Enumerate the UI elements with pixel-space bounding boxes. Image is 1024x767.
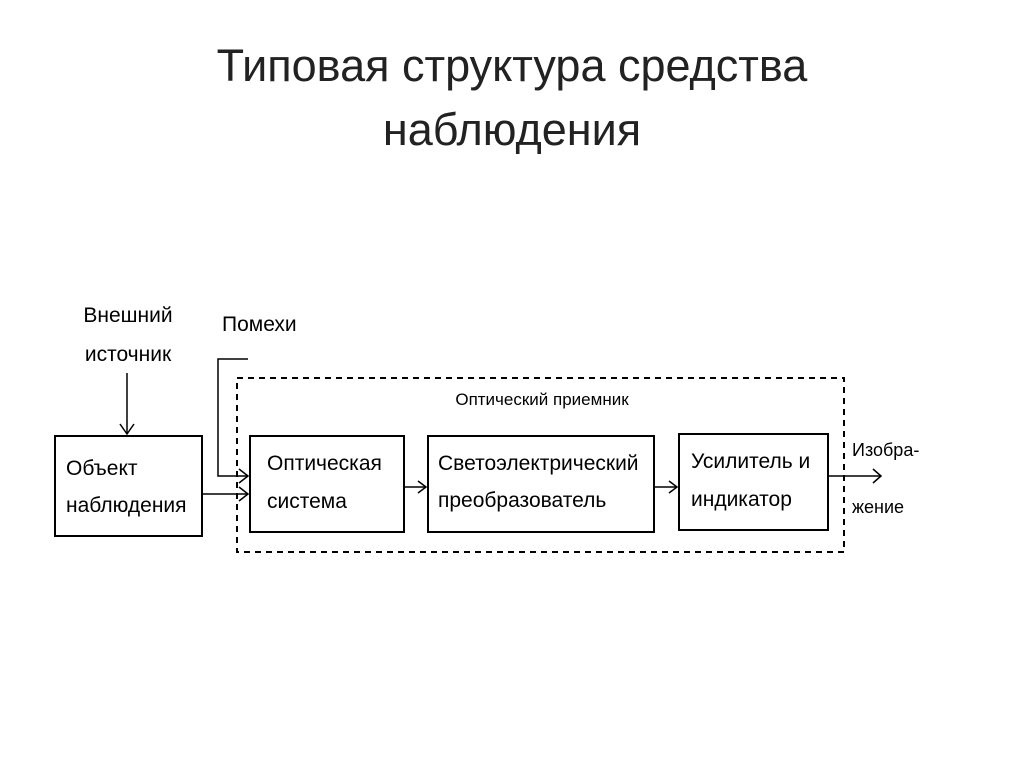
page-title: Типовая структура средства наблюдения (0, 34, 1024, 162)
amplifier-label-line-1: Усилитель и (691, 450, 810, 473)
title-line-2: наблюдения (382, 104, 642, 155)
object-label-line-2: наблюдения (66, 494, 187, 517)
optical-system-block: Оптическая система (249, 435, 405, 533)
external-source-arrow (119, 373, 135, 436)
optical-receiver-boundary (236, 377, 845, 553)
amplifier-label-line-2: индикатор (691, 488, 792, 511)
interference-label: Помехи (222, 313, 297, 336)
external-source-label-line-1: Внешний (83, 304, 172, 327)
external-source-label-line-2: источник (85, 343, 172, 366)
optical-receiver-label: Оптический приемник (455, 390, 629, 409)
object-block: Объект наблюдения (54, 435, 203, 537)
output-label-line-1: Изобра- (852, 440, 919, 460)
arrow-object-to-optics (202, 486, 250, 502)
arrow-converter-to-amplifier (654, 480, 679, 494)
output-arrow (828, 468, 883, 484)
interference-arrow (217, 358, 250, 484)
optical-system-label-line-1: Оптическая (267, 452, 382, 475)
object-label-line-1: Объект (66, 457, 138, 480)
title-line-1: Типовая структура средства (216, 40, 808, 91)
converter-label-line-1: Светоэлектрический (438, 452, 639, 475)
output-label-line-2: жение (852, 497, 904, 517)
amplifier-block: Усилитель и индикатор (678, 433, 829, 531)
converter-block: Светоэлектрический преобразователь (427, 435, 655, 533)
arrow-optics-to-converter (404, 480, 428, 494)
optical-system-label-line-2: система (267, 490, 347, 513)
converter-label-line-2: преобразователь (438, 489, 606, 512)
